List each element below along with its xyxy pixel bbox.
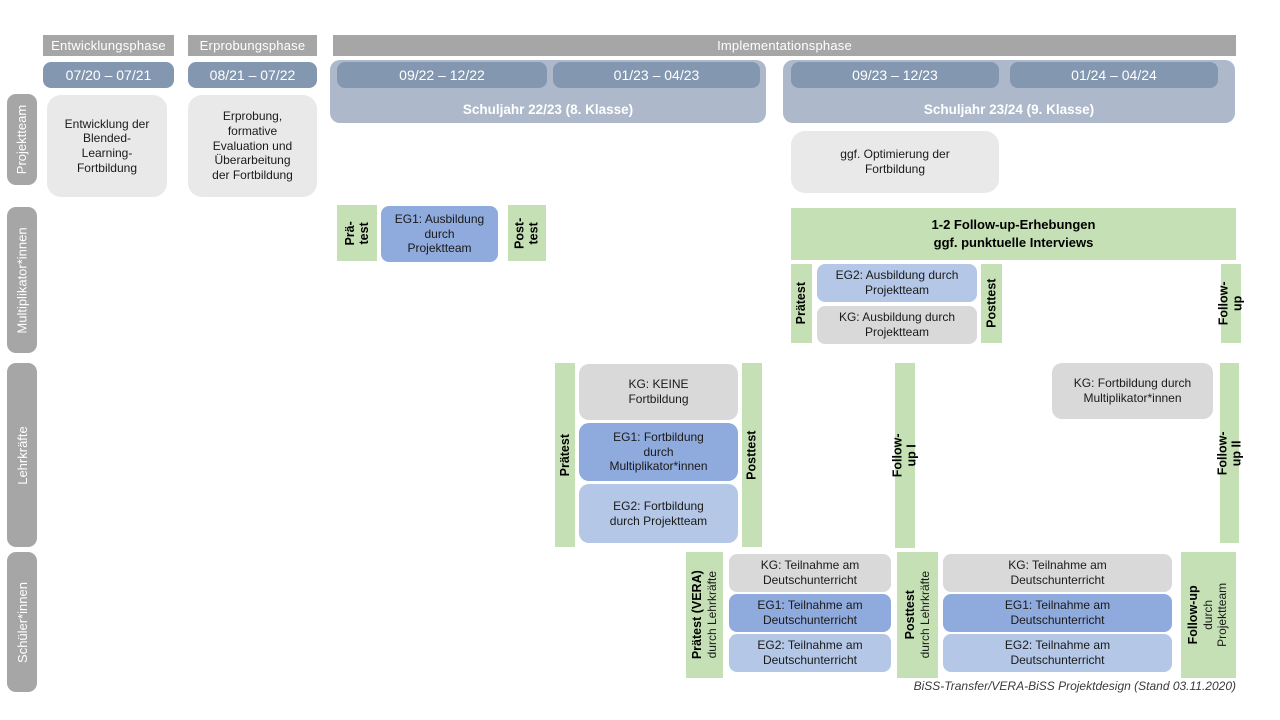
row-label-multiplikatorinnen: Multiplikator*innen <box>7 207 37 353</box>
multiplikatoren-followup-bar: Follow-up <box>1217 264 1245 343</box>
multiplikatoren-praetest2-bar: Prätest <box>791 264 812 343</box>
lehrkraefte-posttest-bar: Posttest <box>742 363 762 547</box>
row-label-schuelerinnen: Schüler*innen <box>7 552 37 692</box>
task-box-kg-teilnahme-1: KG: Teilnahme am Deutschunterricht <box>729 554 891 592</box>
task-box-eg2-fortbildung: EG2: Fortbildung durch Projektteam <box>579 484 738 543</box>
row-label-lehrkraefte: Lehrkräfte <box>7 363 37 547</box>
schueler-followup-sub2: Projektteam <box>1216 582 1230 648</box>
lehrkraefte-praetest-bar: Prätest <box>555 363 575 547</box>
date-range-0922-1222: 09/22 – 12/22 <box>337 62 547 88</box>
task-box-eg1-fortbildung: EG1: Fortbildung durch Multiplikator*inn… <box>579 423 738 481</box>
task-box-eg1-teilnahme-2: EG1: Teilnahme am Deutschunterricht <box>943 594 1172 632</box>
task-box-optimierung-fortbildung: ggf. Optimierung der Fortbildung <box>791 131 999 193</box>
slide-caption: BiSS-Transfer/VERA-BiSS Projektdesign (S… <box>913 679 1236 693</box>
task-box-kg-teilnahme-2: KG: Teilnahme am Deutschunterricht <box>943 554 1172 592</box>
date-range-0923-1223: 09/23 – 12/23 <box>791 62 999 88</box>
schueler-followup-group: Follow-up durch Projektteam <box>1187 583 1231 647</box>
date-range-0720-0721: 07/20 – 07/21 <box>43 62 174 88</box>
task-box-kg-fortbildung-multiplikatoren: KG: Fortbildung durch Multiplikator*inne… <box>1052 363 1213 419</box>
lehrkraefte-praetest-text: Prätest <box>557 433 572 477</box>
multiplikatoren-praetest2-text: Prätest <box>794 282 809 325</box>
lehrkraefte-followup2-bar: Follow-up II <box>1215 363 1244 543</box>
schueler-posttest-bar: Posttest durch Lehrkräfte <box>897 552 938 678</box>
schueler-posttest-group: Posttest durch Lehrkräfte <box>903 571 932 658</box>
task-box-eg2-teilnahme-1: EG2: Teilnahme am Deutschunterricht <box>729 634 891 672</box>
lehrkraefte-followup1-bar: Follow-up I <box>891 363 919 548</box>
task-box-eg1-ausbildung: EG1: Ausbildung durch Projektteam <box>381 206 498 262</box>
schueler-followup-bar: Follow-up durch Projektteam <box>1181 552 1236 678</box>
row-label-projektteam-text: Projektteam <box>14 104 30 175</box>
task-box-entwicklung-fortbildung: Entwicklung der Blended- Learning- Fortb… <box>47 95 167 197</box>
date-range-0124-0424: 01/24 – 04/24 <box>1010 62 1218 88</box>
multiplikatoren-posttest-bar: Post- test <box>508 205 546 261</box>
row-label-lehrkraefte-text: Lehrkräfte <box>14 425 30 485</box>
phase-header-entwicklungsphase: Entwicklungsphase <box>43 35 174 56</box>
schueler-posttest-title: Posttest <box>902 590 917 640</box>
task-box-kg-ausbildung: KG: Ausbildung durch Projektteam <box>817 306 977 344</box>
task-box-eg2-ausbildung: EG2: Ausbildung durch Projektteam <box>817 264 977 302</box>
followup-erhebungen-banner: 1-2 Follow-up-Erhebungen ggf. punktuelle… <box>791 208 1236 260</box>
row-label-multiplikatorinnen-text: Multiplikator*innen <box>14 226 30 334</box>
schueler-posttest-sub: durch Lehrkräfte <box>917 571 932 659</box>
schueler-praetest-vera-bar: Prätest (VERA) durch Lehrkräfte <box>686 552 723 678</box>
schueler-followup-title: Follow-up <box>1186 585 1201 645</box>
schueler-praetest-vera-title: Prätest (VERA) <box>689 570 704 660</box>
schueler-praetest-vera-group: Prätest (VERA) durch Lehrkräfte <box>690 571 719 660</box>
row-label-projektteam: Projektteam <box>7 94 37 185</box>
multiplikatoren-praetest-text: Prä- test <box>342 220 371 246</box>
lehrkraefte-posttest-text: Posttest <box>744 430 759 480</box>
task-box-eg1-teilnahme-1: EG1: Teilnahme am Deutschunterricht <box>729 594 891 632</box>
date-range-0821-0722: 08/21 – 07/22 <box>188 62 317 88</box>
row-label-schuelerinnen-text: Schüler*innen <box>14 581 30 663</box>
task-box-kg-keine-fortbildung: KG: KEINE Fortbildung <box>579 364 738 420</box>
lehrkraefte-followup1-text: Follow-up I <box>890 433 919 478</box>
task-box-eg2-teilnahme-2: EG2: Teilnahme am Deutschunterricht <box>943 634 1172 672</box>
schueler-praetest-vera-sub: durch Lehrkräfte <box>704 571 719 659</box>
multiplikatoren-posttest2-text: Posttest <box>984 278 999 329</box>
schueler-followup-sub1: durch <box>1201 599 1216 631</box>
multiplikatoren-posttest2-bar: Posttest <box>981 264 1002 343</box>
date-range-0123-0423: 01/23 – 04/23 <box>553 62 760 88</box>
phase-header-implementationsphase: Implementationsphase <box>333 35 1236 56</box>
lehrkraefte-followup2-text: Follow-up II <box>1215 431 1244 475</box>
task-box-erprobung-evaluation: Erprobung, formative Evaluation und Über… <box>188 95 317 197</box>
phase-header-erprobungsphase: Erprobungsphase <box>188 35 317 56</box>
multiplikatoren-praetest-bar: Prä- test <box>337 205 377 261</box>
multiplikatoren-posttest-text: Post- test <box>512 217 541 249</box>
multiplikatoren-followup-text: Follow-up <box>1216 281 1245 326</box>
